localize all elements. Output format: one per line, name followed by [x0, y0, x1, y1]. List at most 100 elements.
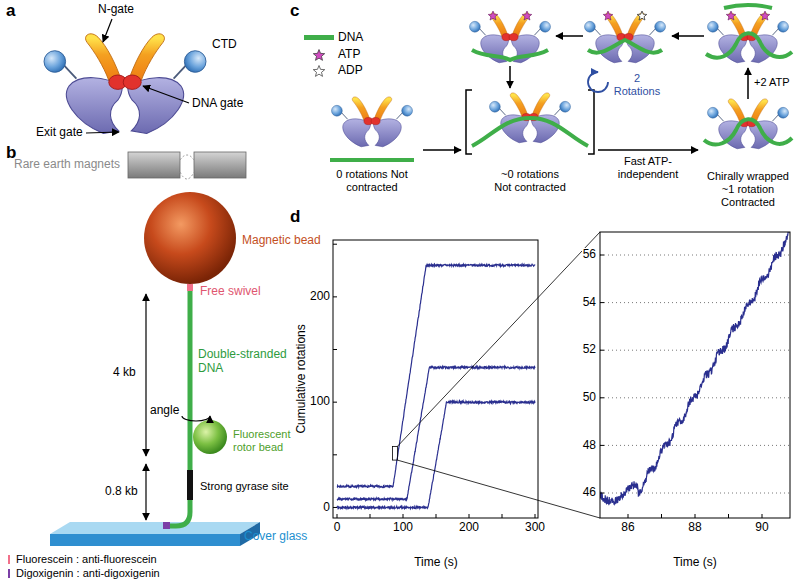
- part-label: Exit gate: [36, 126, 83, 140]
- gyrase-site: [187, 470, 193, 500]
- label-slot: 100: [309, 395, 331, 409]
- tick-mark: [469, 514, 470, 518]
- grid-line: [600, 302, 790, 303]
- cycle-arrow: [556, 35, 583, 37]
- legend-swatch: [304, 35, 334, 40]
- tick-mark: [502, 514, 503, 518]
- tick-mark: [535, 514, 536, 518]
- pointer-arrow: [143, 86, 189, 103]
- legend-entry: ADP: [300, 64, 363, 78]
- tick-mark: [695, 514, 696, 518]
- tick-mark: [661, 514, 662, 518]
- tick-label: 200: [458, 521, 480, 535]
- label-slot: Exit gate: [36, 126, 83, 140]
- grid-line: [600, 350, 790, 351]
- label-slot: 0.8 kb: [104, 485, 139, 499]
- legend-text: DNA: [338, 31, 363, 45]
- gyrase-state: [585, 13, 666, 63]
- star-symbol: [313, 66, 324, 77]
- tick-label: 300: [524, 521, 546, 535]
- dna-strand: [724, 5, 772, 8]
- tick-label: 0: [333, 521, 342, 535]
- label-slot: 88: [687, 521, 702, 535]
- part-label: Strong gyrase site: [200, 480, 289, 493]
- adp-star: [637, 11, 647, 20]
- star-symbol: [313, 50, 324, 61]
- tick-mark: [333, 402, 337, 403]
- pointer-arrow: [86, 132, 119, 133]
- legend-sample-box: [8, 569, 16, 578]
- label-slot: a: [6, 1, 15, 21]
- pointer-arrow: [103, 19, 112, 42]
- panel-letter: d: [290, 207, 300, 227]
- panel-letter: a: [6, 1, 15, 21]
- cycle-arrow: [672, 35, 704, 37]
- tick-label: 200: [309, 290, 331, 304]
- label-slot: 200: [309, 290, 331, 304]
- axis-title: Time (s): [673, 556, 717, 570]
- magnet: [128, 152, 180, 178]
- atp-star: [603, 11, 613, 20]
- legend-entry: Digoxigenin : anti-digoxigenin: [8, 567, 160, 580]
- atp-star: [488, 11, 498, 20]
- reaction-arrow: [598, 149, 698, 151]
- tick-mark: [333, 454, 337, 455]
- cover-glass-front: [50, 534, 240, 546]
- plot-frame: [333, 240, 538, 518]
- label-slot: Strong gyrase site: [200, 480, 289, 493]
- reaction-state: 0 rotations Not contracted: [322, 92, 422, 194]
- part-label: Fluorescent rotor bead: [233, 428, 295, 453]
- label-slot: 86: [620, 521, 635, 535]
- label-slot: 48: [582, 439, 597, 453]
- plot-frame: [600, 232, 790, 518]
- tick-mark: [600, 445, 604, 446]
- tick-mark: [333, 296, 337, 297]
- rotation-trace: [337, 401, 535, 508]
- gyrase-enzyme: [44, 34, 206, 134]
- legend-star: [312, 48, 326, 62]
- tick-mark: [370, 514, 371, 518]
- label-slot: 50: [582, 391, 597, 405]
- tick-label: 54: [582, 296, 597, 310]
- dna-strand: [704, 119, 792, 144]
- zoom-box: [392, 446, 397, 460]
- legend-line-sample: [8, 555, 10, 564]
- atp-star: [522, 11, 532, 20]
- label-slot: N-gate: [98, 3, 134, 17]
- legend-text: Fluorescein : anti-fluorescein: [16, 553, 157, 566]
- rotor-bead: [193, 420, 227, 454]
- label-slot: Magnetic bead: [242, 234, 321, 248]
- atp-star: [760, 11, 770, 20]
- tick-label: 90: [754, 521, 769, 535]
- tick-label: 86: [620, 521, 635, 535]
- label-slot: 200: [458, 521, 480, 535]
- zoom-line: [397, 232, 600, 446]
- rotation-trace: [337, 264, 535, 487]
- gyrase-state: [708, 99, 789, 149]
- gyrase-state: [332, 97, 413, 147]
- dna-strand: [472, 50, 548, 60]
- label-slot: c: [290, 1, 299, 21]
- panel-a-drawing: [44, 19, 206, 134]
- reaction-arrow: [423, 149, 461, 151]
- label-slot: 46: [582, 486, 597, 500]
- label-slot: 300: [524, 521, 546, 535]
- cycle-arrow: [747, 68, 749, 99]
- tick-mark: [333, 244, 337, 245]
- dimension-label: 4 kb: [112, 366, 137, 380]
- grid-line: [600, 493, 790, 494]
- label-slot: 100: [392, 521, 414, 535]
- state-picture-space: [463, 92, 597, 168]
- label-slot: Fluorescent rotor bead: [233, 428, 295, 453]
- state-caption: Chirally wrapped ~1 rotation Contracted: [703, 170, 793, 210]
- trace-group: [337, 264, 535, 508]
- panel-letter: c: [290, 1, 299, 21]
- label-slot: 56: [582, 248, 597, 262]
- edge-label: Fast ATP-independent: [600, 155, 696, 180]
- magnetic-bead: [144, 192, 236, 284]
- field-line: [180, 172, 194, 179]
- rotation-loop-arrow: [588, 72, 608, 92]
- tick-mark: [436, 514, 437, 518]
- edge-label-slot: Fast ATP-independent: [600, 155, 696, 180]
- tick-label: 50: [582, 391, 597, 405]
